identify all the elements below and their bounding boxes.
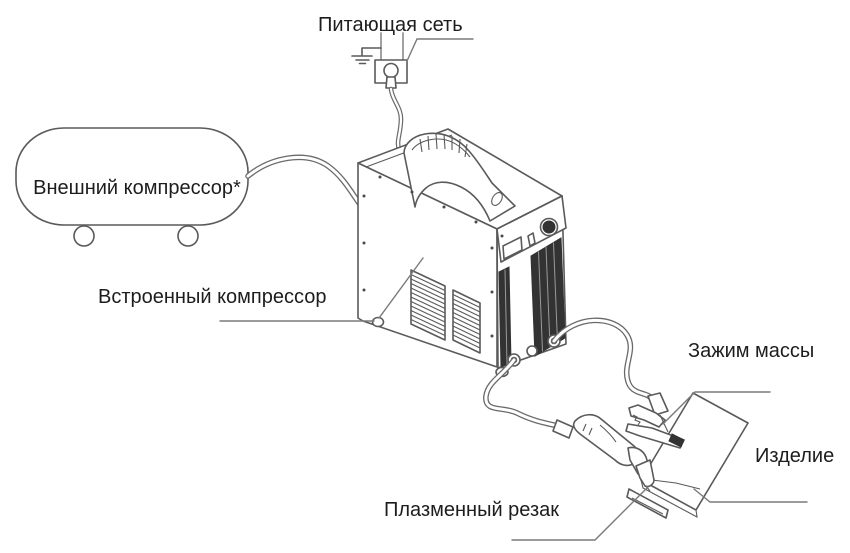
clamp-grip-contact [668, 433, 685, 448]
tank-wheel-right-icon [177, 225, 199, 247]
leader-power-supply [406, 38, 474, 62]
ground-symbol-icon [351, 55, 373, 65]
front-vent-strip-right [530, 237, 566, 357]
air-hose [245, 154, 362, 206]
power-plug [383, 62, 399, 79]
workpiece-thickness [640, 479, 698, 518]
ground-wire [361, 47, 382, 56]
cut-line [651, 479, 701, 490]
label-workpiece: Изделие [755, 445, 834, 467]
label-ground-clamp: Зажим массы [688, 340, 814, 362]
leader-ground-clamp [662, 391, 771, 425]
machine-foot-left [371, 316, 385, 328]
plasma-torch-tool [552, 413, 655, 492]
ground-clamp-tool [625, 392, 685, 449]
ground-cable [551, 317, 655, 402]
front-vent-strip-left [498, 266, 512, 368]
handle-hole [491, 192, 503, 206]
power-switch [527, 232, 536, 247]
leader-plasma-torch [511, 486, 649, 541]
workpiece-sheet [626, 392, 749, 519]
aux-connector-socket [526, 345, 538, 357]
vent-grille-1 [410, 269, 446, 341]
label-power-supply: Питающая сеть [318, 14, 463, 36]
clamp-boot [647, 392, 669, 416]
leader-built-in-compressor [219, 257, 424, 322]
leader-workpiece [693, 488, 808, 503]
torch-tip [645, 485, 651, 492]
torch-grip-ridges [582, 423, 593, 436]
machine-left-panel [357, 162, 498, 368]
plug-tail [385, 76, 397, 89]
clamp-lower-jaw [625, 423, 685, 449]
plasma-cutter-machine [357, 128, 567, 378]
control-knob [542, 220, 556, 234]
label-plasma-torch: Плазменный резак [384, 499, 559, 521]
vent-grille-2 [452, 289, 481, 354]
torch-handle-seam [599, 424, 617, 443]
torch-nozzle [635, 459, 655, 488]
torch-boot [552, 419, 574, 439]
control-display [502, 236, 523, 260]
rivets [362, 175, 504, 338]
clamp-upper-jaw [628, 404, 666, 428]
torch-cable [483, 357, 566, 430]
label-external-compressor: Внешний компрессор* [33, 177, 241, 199]
machine-handle [403, 132, 516, 222]
label-built-in-compressor: Встроенный компрессор [98, 286, 326, 308]
power-cord [388, 86, 404, 152]
tank-wheel-left-icon [73, 225, 95, 247]
workpiece-edge-line [631, 497, 664, 515]
clamp-teeth [632, 414, 641, 426]
power-supply-schematic [351, 32, 408, 152]
leader-lines [219, 38, 808, 541]
